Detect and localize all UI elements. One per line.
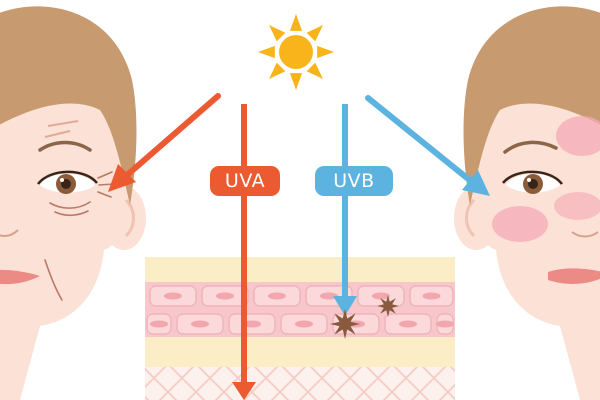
skin-layer-bottom	[145, 337, 455, 367]
left-lips	[0, 269, 40, 285]
left-eyebrow	[38, 140, 92, 152]
uvb-label: UVB	[315, 166, 393, 196]
sun-icon	[258, 14, 334, 90]
skin-layer-top	[145, 257, 455, 282]
uva-label: UVA	[210, 166, 280, 196]
uvb-arrow	[333, 95, 490, 316]
dark-spot-icon	[330, 295, 399, 339]
right-ear	[454, 186, 498, 250]
right-eyebrow	[503, 140, 558, 154]
uva-arrow	[108, 93, 256, 400]
right-hair	[463, 6, 600, 205]
left-ear	[102, 186, 146, 250]
sunburn-patch-forehead	[556, 116, 600, 156]
sunburn-patch-cheek	[492, 206, 548, 242]
right-lips	[548, 268, 600, 284]
skin-cross-section	[145, 257, 455, 400]
sunburned-face	[454, 6, 600, 400]
aged-face	[0, 6, 146, 400]
left-hair	[0, 6, 137, 205]
